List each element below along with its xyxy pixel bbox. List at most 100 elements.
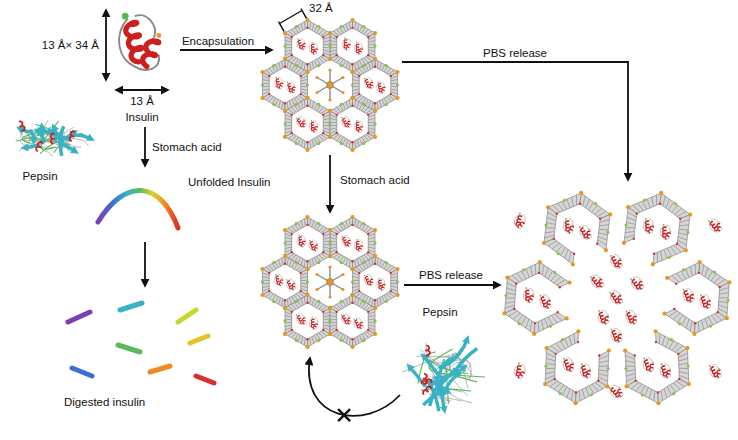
insulin-molecule (539, 293, 552, 309)
linker-rod (664, 249, 667, 258)
atom (670, 231, 672, 233)
linker-rod (312, 337, 314, 344)
insulin-molecule (512, 212, 529, 230)
metal-node (665, 276, 669, 280)
atom (385, 86, 386, 87)
metal-node (698, 260, 702, 264)
linker-rod (314, 104, 317, 110)
linker-rod (686, 269, 689, 278)
linker-rod (288, 253, 294, 257)
linker-rod (292, 99, 295, 105)
oxygen-atom (599, 218, 601, 220)
pore-wall (544, 207, 557, 243)
unfolded-insulin-group: Unfolded Insulin (70, 168, 276, 240)
alpha-helix (586, 370, 591, 377)
linker-rod (364, 255, 369, 260)
linker-rod (365, 296, 368, 302)
atom (589, 229, 591, 231)
linker-rod (317, 105, 321, 111)
oxygen-atom (515, 282, 517, 284)
linker-rod (560, 247, 565, 255)
sulfur-atom (590, 276, 592, 278)
insulin-molecule (353, 42, 364, 55)
oxygen-atom (367, 36, 369, 38)
sulfur-atom (643, 357, 645, 359)
linker-rod (343, 257, 346, 263)
metal-node (283, 306, 287, 310)
linker-rod (708, 271, 713, 279)
linker-atom (317, 222, 320, 225)
linker-rod (330, 237, 337, 239)
linker-atom (272, 103, 275, 106)
linker-rod (343, 60, 346, 66)
mof-pore (350, 57, 399, 113)
linker-rod (262, 276, 269, 278)
linker-rod (505, 305, 515, 308)
insulin-molecule (642, 218, 655, 234)
chain-loop (341, 235, 351, 248)
pore-wall (545, 379, 576, 403)
linker-rod (352, 276, 359, 278)
insulin-molecule (363, 273, 374, 286)
linker-rod (382, 262, 385, 268)
linker-atom (385, 64, 388, 67)
linker-rod (266, 70, 272, 74)
sulfur-atom (356, 239, 358, 241)
sulfur-atom (683, 289, 685, 291)
sulfur-atom (609, 291, 611, 293)
oxygen-atom (284, 66, 286, 68)
insulin-molecule (609, 288, 624, 306)
linker-rod (298, 301, 301, 307)
linker-rod (638, 203, 644, 211)
linker-rod (262, 286, 269, 288)
linker-rod (558, 385, 564, 392)
oxygen-atom (351, 141, 353, 143)
metal-node (328, 57, 332, 61)
alpha-helix (313, 48, 318, 54)
linker-rod (304, 141, 306, 148)
linker-atom (317, 103, 320, 106)
process-label: PBS release (417, 268, 485, 282)
linker-rod (380, 298, 382, 305)
sulfur-atom (525, 287, 527, 289)
insulin-molecule (376, 278, 387, 291)
linker-rod (586, 199, 590, 208)
linker-rod (628, 212, 637, 217)
pore-wall (658, 379, 689, 403)
node-text: Pepsin (22, 169, 57, 183)
oxygen-atom (538, 272, 540, 274)
linker-rod (294, 295, 298, 301)
sulfur-atom (311, 120, 313, 122)
metal-node (305, 70, 309, 74)
oxygen-atom (322, 114, 324, 116)
metal-node (373, 332, 377, 336)
linker-rod (359, 335, 362, 341)
linker-rod (661, 391, 663, 401)
linker-rod (551, 315, 557, 322)
linker-rod (362, 98, 366, 104)
linker-atom (362, 142, 365, 145)
insulin-molecule (353, 317, 364, 331)
atom (350, 43, 351, 44)
chain-loop (580, 364, 591, 378)
pore-wall (547, 331, 579, 354)
linker-rod (314, 335, 317, 341)
linker-rod (366, 228, 372, 232)
linker-rod (391, 79, 398, 81)
oxygen-atom (351, 302, 353, 304)
linker-rod (321, 253, 327, 257)
oxygen-atom (336, 54, 338, 56)
linker-rod (330, 128, 337, 130)
linker-rod (656, 195, 657, 205)
oxygen-atom (367, 132, 369, 134)
oxygen-atom (291, 36, 293, 38)
metal-node (565, 316, 569, 320)
insulin-molecule (341, 115, 352, 129)
linker-atom (272, 64, 275, 67)
linker-atom (362, 64, 365, 67)
linker-rod (290, 63, 292, 70)
alpha-helix (279, 83, 283, 89)
insulin-molecule (119, 13, 161, 70)
linker-rod (291, 333, 296, 338)
